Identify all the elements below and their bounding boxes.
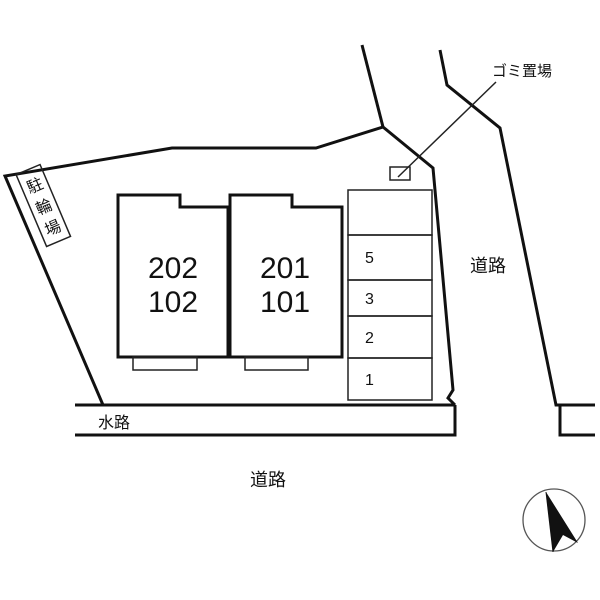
parking-space xyxy=(347,189,433,236)
parking-number: 1 xyxy=(365,372,374,389)
garbage-leader-line xyxy=(397,81,497,178)
road-line-east xyxy=(438,49,595,407)
garbage-area-box xyxy=(389,166,411,181)
parking-area: 5 3 2 1 xyxy=(347,189,433,401)
unit-number: 202 xyxy=(148,252,198,285)
road-label-south: 道路 xyxy=(250,470,286,491)
balcony xyxy=(244,356,309,371)
parking-space xyxy=(347,234,433,281)
bicycle-parking-char: 駐 xyxy=(24,174,46,198)
unit-number: 102 xyxy=(148,286,198,319)
bicycle-parking: 駐 輪 場 xyxy=(15,163,72,248)
building-202-102: 202 102 xyxy=(116,193,230,371)
unit-number: 101 xyxy=(260,286,310,319)
parking-number: 3 xyxy=(365,291,374,308)
parking-number: 2 xyxy=(365,330,374,347)
parking-space xyxy=(347,315,433,359)
bicycle-parking-char: 場 xyxy=(42,216,64,240)
road-label-east: 道路 xyxy=(470,256,506,277)
parking-space xyxy=(347,279,433,317)
unit-number: 201 xyxy=(260,252,310,285)
road-line-east-lower xyxy=(558,405,595,437)
parking-number: 5 xyxy=(365,250,374,267)
balcony xyxy=(132,356,198,371)
waterway-label: 水路 xyxy=(98,413,130,432)
bicycle-parking-char: 輪 xyxy=(33,195,55,219)
garbage-area-label: ゴミ置場 xyxy=(492,62,552,80)
north-arrow-icon xyxy=(522,488,586,553)
waterway-bottom xyxy=(75,405,457,437)
building-201-101: 201 101 xyxy=(228,193,344,371)
lot-boundary xyxy=(2,125,457,407)
parking-space xyxy=(347,357,433,401)
road-line-west xyxy=(360,44,385,128)
